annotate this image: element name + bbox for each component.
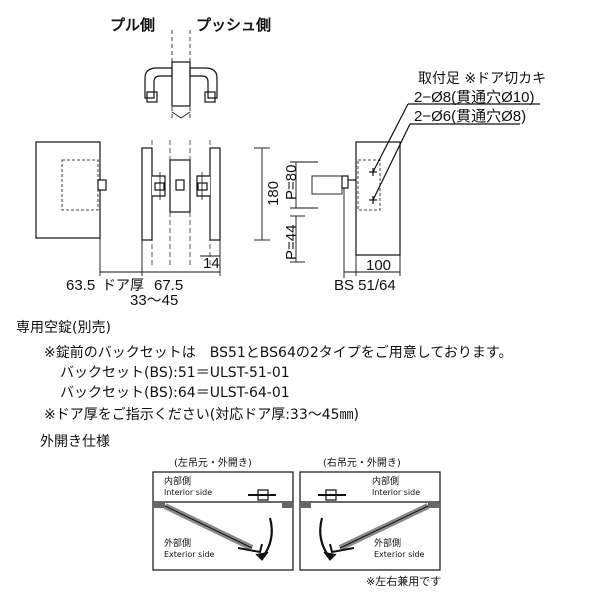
dimension-lines	[99, 147, 401, 278]
notes-line-3: バックセット(BS):64＝ULST-64-01	[60, 385, 290, 401]
dim-63-5: 63.5	[66, 277, 95, 294]
pull-side-label: プル側	[110, 16, 155, 34]
dim-door-thickness: ドア厚	[102, 278, 144, 294]
left-interior-en: Interior side	[164, 488, 212, 497]
spec-diagram-right	[299, 471, 441, 571]
top-view-drawing	[144, 30, 218, 119]
spec-heading: 外開き仕様	[40, 434, 110, 450]
left-exterior-jp: 外部側	[164, 537, 191, 549]
dim-180: 180	[265, 181, 282, 206]
notes-heading: 専用空錠(別売)	[16, 320, 111, 336]
right-side-view	[341, 103, 540, 256]
left-side-view	[35, 141, 107, 239]
right-exterior-jp: 外部側	[374, 537, 401, 549]
spec-footnote: ※左右兼用です	[366, 574, 441, 588]
right-interior-en: Interior side	[372, 488, 420, 497]
right-interior-jp: 内部側	[372, 475, 399, 487]
left-interior-jp: 内部側	[164, 475, 191, 487]
dim-bs: BS 51/64	[334, 277, 396, 294]
notes-line-4: ※ドア厚をご指示ください(対応ドア厚:33〜45㎜)	[44, 407, 359, 423]
hole-6-callout: 2−Ø6(貫通穴Ø8)	[414, 108, 526, 125]
dim-100: 100	[366, 257, 391, 274]
dim-14: 14	[203, 255, 220, 272]
dim-door-range: 33〜45	[130, 292, 178, 309]
mount-leg-callout: 取付足 ※ドア切カキ	[418, 71, 546, 87]
dim-p80: P=80	[283, 165, 300, 200]
left-exterior-en: Exterior side	[164, 550, 215, 559]
spec-diagram-left	[152, 471, 294, 571]
dim-p44: P=44	[283, 225, 300, 260]
notes-line-2: バックセット(BS):51＝ULST-51-01	[60, 365, 290, 381]
dim-67-5: 67.5	[154, 277, 183, 294]
notes-line-1: ※錠前のバックセットは BS51とBS64の2タイプをご用意しております。	[44, 345, 513, 361]
right-exterior-en: Exterior side	[374, 550, 425, 559]
hole-8-callout: 2−Ø8(貫通穴Ø10)	[414, 89, 534, 106]
right-spec-title: (右吊元・外開き)	[323, 456, 401, 469]
push-side-label: プッシュ側	[196, 16, 271, 34]
left-spec-title: (左吊元・外開き)	[174, 456, 252, 469]
center-front-view	[141, 140, 221, 268]
